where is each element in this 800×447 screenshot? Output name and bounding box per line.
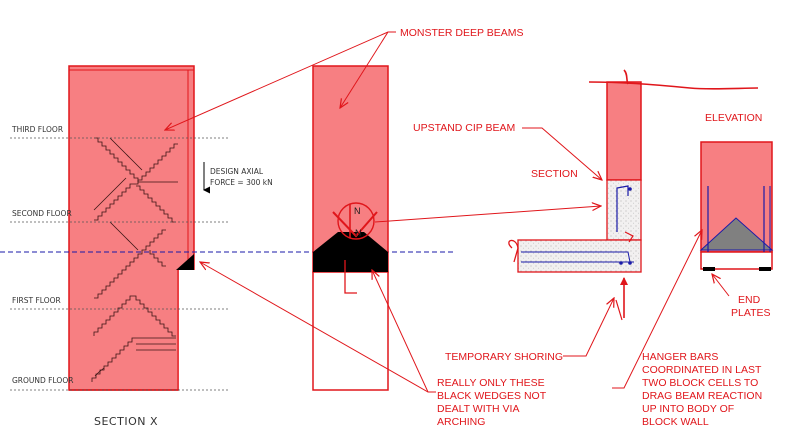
hanger-bars-line-6: BLOCK WALL bbox=[642, 416, 709, 428]
arch-n-bottom: N bbox=[355, 228, 362, 238]
elevation-detail bbox=[699, 141, 774, 271]
arch-circle bbox=[337, 202, 375, 240]
top-sketch-line bbox=[588, 81, 759, 90]
leader-lines bbox=[165, 31, 730, 393]
arch-n-top: N bbox=[354, 206, 361, 216]
upstand-cip-beam bbox=[606, 179, 642, 241]
floor-lines bbox=[10, 137, 228, 391]
section-x-label: SECTION X bbox=[94, 415, 158, 428]
section-detail bbox=[508, 69, 759, 321]
third-floor-label: THIRD FLOOR bbox=[11, 125, 63, 134]
black-wedge-middle bbox=[313, 232, 388, 272]
hanger-bars-line-4: DRAG BEAM REACTION bbox=[642, 390, 762, 402]
design-axial-label: DESIGN AXIAL bbox=[210, 167, 264, 176]
upstand-cip-beam-label: UPSTAND CIP BEAM bbox=[413, 122, 515, 134]
end-plates-label-1: END bbox=[738, 294, 761, 306]
hanger-bars-line-3: TWO BLOCK CELLS TO bbox=[642, 377, 758, 389]
black-wedges-line-2: BLACK WEDGES NOT bbox=[437, 390, 547, 402]
second-floor-label: SECOND FLOOR bbox=[12, 209, 72, 218]
end-plate-left bbox=[703, 267, 715, 271]
end-plates-label-2: PLATES bbox=[731, 307, 771, 319]
hanger-bars-line-1: HANGER BARS bbox=[642, 351, 718, 363]
hanger-bars-line-2: COORDINATED IN LAST bbox=[642, 364, 762, 376]
deep-beam-lower bbox=[312, 271, 389, 391]
first-floor-label: FIRST FLOOR bbox=[12, 296, 61, 305]
elevation-lower bbox=[700, 251, 773, 270]
staircase bbox=[91, 137, 178, 382]
black-wedges-line-3: DEALT WITH VIA bbox=[437, 403, 519, 415]
section-x-wall bbox=[68, 65, 195, 391]
section-upper-wall bbox=[606, 81, 642, 181]
black-wedges-line-1: REALLY ONLY THESE bbox=[437, 377, 545, 389]
hanger-bars-line-5: UP INTO BODY OF bbox=[642, 403, 734, 415]
wall-left-body bbox=[68, 65, 195, 391]
black-wedges-line-4: ARCHING bbox=[437, 416, 485, 428]
end-plate-right bbox=[759, 267, 771, 271]
elevation-wedge bbox=[699, 217, 774, 251]
ground-floor-label: GROUND FLOOR bbox=[12, 376, 73, 385]
black-wedge-left bbox=[176, 254, 194, 270]
monster-deep-beams-label: MONSTER DEEP BEAMS bbox=[400, 27, 524, 39]
design-axial-force-label: FORCE = 300 kN bbox=[210, 178, 273, 187]
temporary-shoring-label: TEMPORARY SHORING bbox=[445, 351, 563, 363]
middle-deep-beam: N N bbox=[312, 65, 389, 391]
wall-cutaway bbox=[179, 270, 195, 391]
elevation-label: ELEVATION bbox=[705, 112, 762, 124]
section-slab bbox=[517, 239, 642, 273]
section-label: SECTION bbox=[531, 168, 578, 180]
